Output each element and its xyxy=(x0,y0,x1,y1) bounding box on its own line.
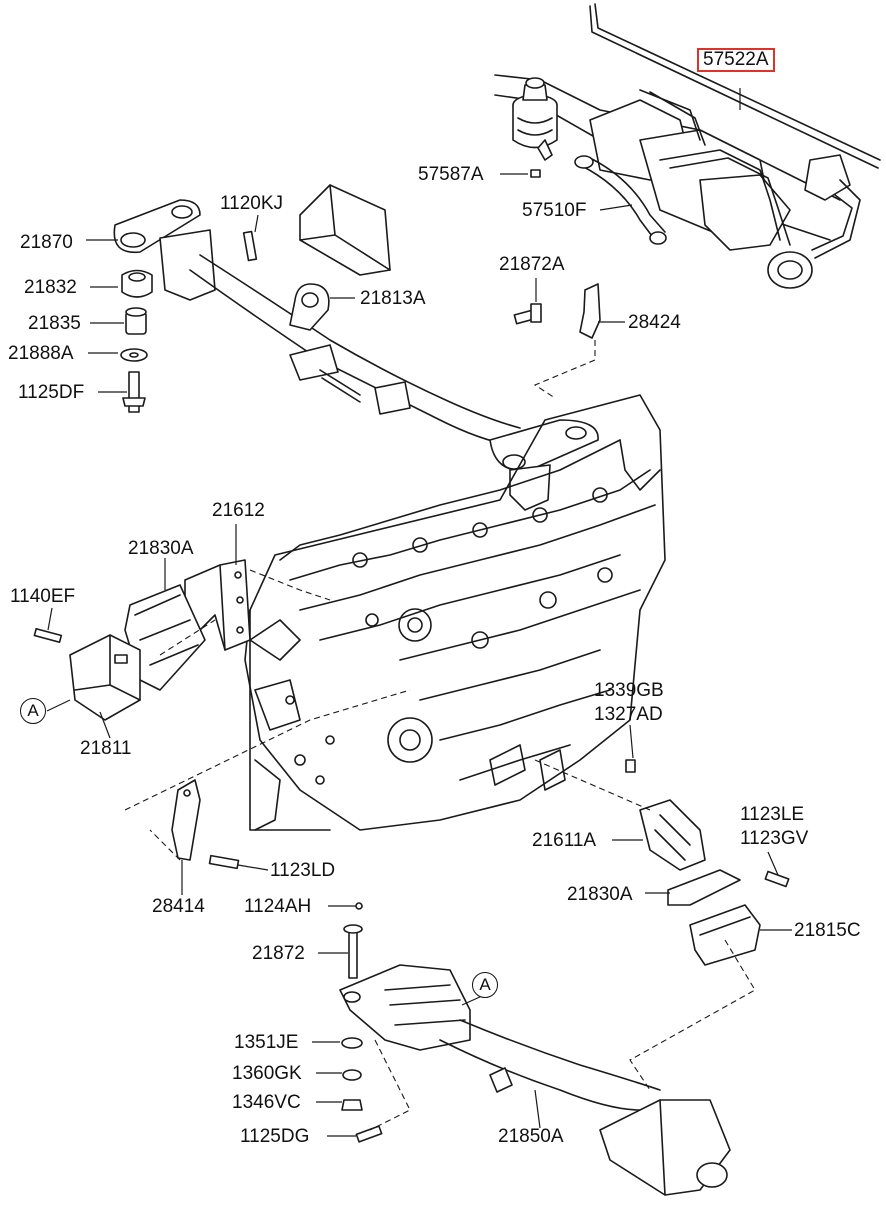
part-label-57587A: 57587A xyxy=(418,164,484,185)
part-label-21850A: 21850A xyxy=(498,1126,564,1147)
part-label-57522A: 57522A xyxy=(697,48,775,72)
part-label-1360GK: 1360GK xyxy=(232,1063,302,1084)
lower-crossmember xyxy=(171,779,731,1196)
part-label-21835: 21835 xyxy=(28,313,81,334)
upper-mount-bracket xyxy=(113,184,599,511)
part-label-1327AD: 1327AD xyxy=(594,704,663,725)
part-label-1346VC: 1346VC xyxy=(232,1092,301,1113)
part-label-1351JE: 1351JE xyxy=(234,1032,299,1053)
left-mount-parts xyxy=(33,559,251,721)
part-label-1339GB: 1339GB xyxy=(594,680,664,701)
dashed-assembly-lines xyxy=(124,340,756,1131)
part-label-1140EF: 1140EF xyxy=(10,586,76,607)
leader-lines xyxy=(46,88,792,1137)
steering-gear-assembly xyxy=(494,3,881,289)
part-label-21832: 21832 xyxy=(24,277,77,298)
part-label-1123LD: 1123LD xyxy=(270,860,336,881)
part-label-21813A: 21813A xyxy=(360,288,426,309)
part-label-21872A: 21872A xyxy=(499,254,565,275)
right-mount-parts xyxy=(625,759,790,966)
part-label-1123GV: 1123GV xyxy=(740,828,809,849)
callout-a-left: A xyxy=(20,698,46,724)
part-label-21612: 21612 xyxy=(212,500,265,521)
part-label-1125DG: 1125DG xyxy=(240,1126,310,1147)
part-label-28424: 28424 xyxy=(628,312,681,333)
part-label-21830A-right: 21830A xyxy=(567,884,633,905)
part-label-28414: 28414 xyxy=(152,896,205,917)
part-label-1123LE: 1123LE xyxy=(740,804,805,825)
engine-block xyxy=(244,394,666,831)
part-label-1124AH: 1124AH xyxy=(244,896,312,917)
part-label-21815C: 21815C xyxy=(794,920,861,941)
part-label-21888A: 21888A xyxy=(8,343,74,364)
part-label-21870: 21870 xyxy=(20,232,73,253)
upper-small-parts xyxy=(120,230,601,413)
part-label-1120KJ: 1120KJ xyxy=(220,193,284,214)
part-label-57510F: 57510F xyxy=(522,200,587,221)
callout-a-bottom: A xyxy=(472,972,498,998)
part-label-21811: 21811 xyxy=(80,738,132,759)
part-label-1125DF: 1125DF xyxy=(18,382,85,403)
part-label-21872: 21872 xyxy=(252,943,305,964)
part-label-21611A: 21611A xyxy=(532,830,597,851)
part-label-21830A-left: 21830A xyxy=(128,538,194,559)
